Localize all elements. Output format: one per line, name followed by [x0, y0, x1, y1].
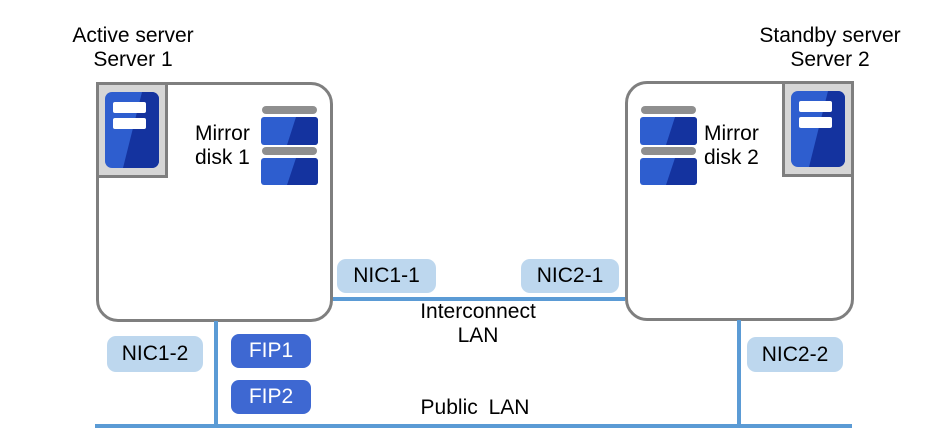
- nic1-1-label: NIC1-1: [353, 264, 420, 287]
- disk-stack-icon: [640, 106, 697, 185]
- mirror-disk-2-label-line2: disk 2: [704, 146, 759, 169]
- disk-stack-icon: [261, 106, 318, 185]
- server-2-public-link-line: [737, 320, 741, 424]
- standby-server-role: Standby server: [759, 24, 901, 47]
- active-server-name: Server 1: [93, 48, 173, 71]
- mirror-disk-1-label-line2: disk 1: [195, 146, 250, 169]
- standby-server-name: Server 2: [790, 48, 870, 71]
- interconnect-lan-line: [333, 297, 625, 301]
- nic2-1-label: NIC2-1: [536, 264, 604, 287]
- nic1-1-badge: NIC1-1: [337, 259, 436, 293]
- fip1-badge: FIP1: [231, 334, 311, 368]
- interconnect-lan-label-line2: LAN: [457, 324, 499, 347]
- server-1-public-link-line: [214, 321, 218, 424]
- standby-server-caption: Standby server Server 2: [745, 24, 915, 72]
- server-tower-icon: [96, 82, 168, 178]
- nic2-1-badge: NIC2-1: [521, 259, 619, 293]
- mirror-disk-1-label-line1: Mirror: [195, 122, 250, 145]
- mirror-disk-2-label-line1: Mirror: [704, 122, 759, 145]
- nic2-2-label: NIC2-2: [761, 342, 829, 366]
- fip2-label: FIP2: [248, 385, 294, 408]
- interconnect-lan-label: Interconnect LAN: [398, 300, 558, 348]
- fip2-badge: FIP2: [231, 380, 311, 414]
- nic1-2-label: NIC1-2: [121, 342, 189, 365]
- active-server-role: Active server: [72, 24, 194, 47]
- nic1-2-badge: NIC1-2: [107, 336, 203, 372]
- public-lan-label: Public LAN: [420, 396, 530, 419]
- interconnect-lan-label-line1: Interconnect: [420, 300, 536, 323]
- mirror-disk-1-label: Mirror disk 1: [195, 122, 250, 170]
- active-server-caption: Active server Server 1: [58, 24, 208, 72]
- nic2-2-badge: NIC2-2: [747, 337, 843, 372]
- fip1-label: FIP1: [248, 339, 294, 362]
- server-tower-icon: [782, 81, 854, 177]
- public-lan-line: [95, 424, 852, 428]
- mirror-disk-2-label: Mirror disk 2: [704, 122, 759, 170]
